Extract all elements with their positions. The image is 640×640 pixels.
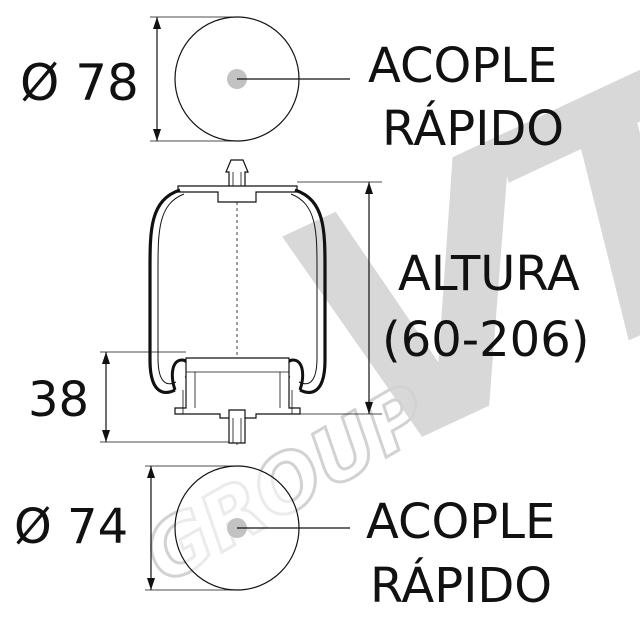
bottom-dim-arrow-up [147, 466, 155, 478]
bellows-left-outer [148, 188, 181, 394]
height-label-line1: ALTURA [398, 246, 580, 302]
top-view [150, 16, 350, 142]
top-fitting-label-line2: RÁPIDO [382, 100, 564, 157]
height-label-line2: (60-206) [382, 312, 589, 368]
bottom-view [145, 465, 350, 591]
bellows-right-inner [290, 193, 318, 385]
height-dim-arrow-down [365, 402, 373, 414]
piston-dim-arrow-up [102, 352, 110, 364]
bottom-fitting-label-line1: ACOPLE [366, 494, 555, 550]
top-plate-profile [177, 185, 298, 203]
side-view [100, 159, 382, 445]
piston-dim-arrow-down [102, 430, 110, 442]
labels: Ø 78 ACOPLE RÁPIDO ALTURA (60-206) 38 Ø … [14, 38, 589, 614]
top-dim-arrow-up [153, 17, 161, 29]
top-dim-arrow-down [153, 129, 161, 141]
bellows-right-outer [294, 188, 327, 394]
bottom-fitting-shape [228, 409, 246, 444]
bottom-diameter-label: Ø 74 [14, 499, 128, 555]
height-dim-arrow-up [365, 182, 373, 194]
top-fitting-label-line1: ACOPLE [368, 38, 557, 94]
bottom-fitting-label-line2: RÁPIDO [370, 557, 552, 614]
bottom-dim-arrow-down [147, 578, 155, 590]
piston-height-label: 38 [28, 372, 89, 428]
piston-body [174, 357, 301, 419]
top-diameter-label: Ø 78 [20, 54, 139, 112]
bellows-left-inner [157, 193, 185, 385]
